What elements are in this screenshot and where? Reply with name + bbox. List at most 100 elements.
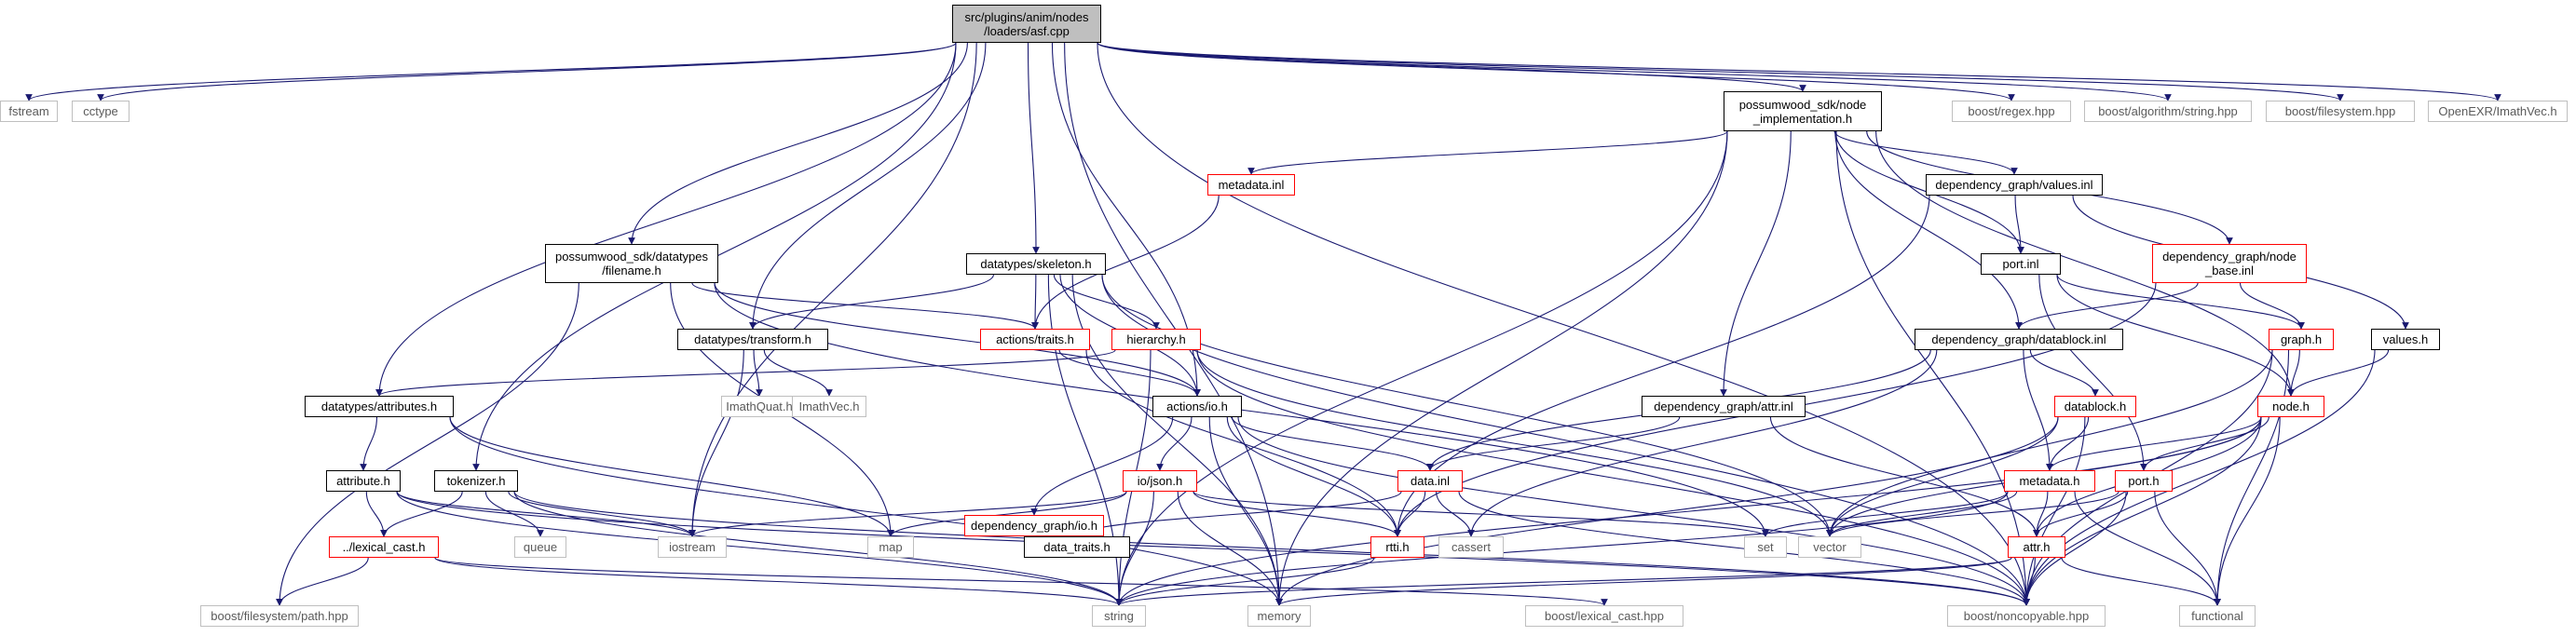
file-node-boost-algo-string: boost/algorithm/string.hpp: [2084, 101, 2252, 122]
include-edge-node-h-to-string: [1115, 416, 2262, 606]
include-edge-dt-transform-to-iostream: [688, 349, 744, 537]
file-node-attribute-h[interactable]: attribute.h: [326, 470, 401, 492]
include-edge-attribute-h-to-string: [396, 491, 1123, 606]
file-node-tokenizer-h[interactable]: tokenizer.h: [434, 470, 518, 492]
include-edge-tokenizer-h-to-boost-noncopyable: [513, 491, 2030, 606]
include-edge-asf-cpp-to-dt-transform: [749, 42, 987, 330]
include-edge-tokenizer-h-to-iostream: [508, 491, 696, 537]
file-node-data-traits[interactable]: data_traits.h: [1024, 536, 1130, 558]
include-edge-io-json-h-to-iostream: [688, 491, 1127, 537]
include-edge-dg-attr-inl-to-data-inl: [1426, 416, 1681, 471]
file-node-metadata-inl[interactable]: metadata.inl: [1207, 174, 1295, 196]
include-edge-port-h-to-functional: [2154, 491, 2221, 606]
file-node-possum-filename[interactable]: possumwood_sdk/datatypes /filename.h: [545, 244, 718, 283]
include-edge-lexical-cast-h-to-boost-fs-path: [276, 557, 369, 606]
include-edge-asf-cpp-to-boost-regex: [1097, 42, 2015, 101]
file-node-functional: functional: [2179, 605, 2256, 627]
include-edge-asf-cpp-to-dt-attributes: [375, 42, 957, 397]
include-edge-dt-skeleton-to-vector: [1101, 274, 1833, 537]
file-node-asf-cpp[interactable]: src/plugins/anim/nodes /loaders/asf.cpp: [952, 5, 1101, 43]
file-node-dg-values-inl[interactable]: dependency_graph/values.inl: [1926, 174, 2103, 196]
include-edge-dg-values-inl-to-port-inl: [2014, 195, 2024, 254]
include-edge-node-h-to-metadata-h: [2046, 416, 2262, 471]
include-edge-actions-io-to-dg-io-h: [1030, 416, 1174, 516]
include-edge-port-inl-to-port-h: [2038, 274, 2147, 471]
include-edge-port-h-to-attr-h: [2033, 491, 2129, 537]
include-edge-possum-filename-to-boost-fs-path: [276, 282, 579, 606]
file-node-dt-attributes[interactable]: datatypes/attributes.h: [305, 396, 454, 417]
include-edge-asf-cpp-to-cctype: [97, 42, 957, 101]
edge-layer: [25, 42, 2501, 606]
include-edge-dt-skeleton-to-hierarchy-h: [1053, 274, 1160, 330]
file-node-data-inl[interactable]: data.inl: [1397, 470, 1463, 492]
include-edge-tokenizer-h-to-queue: [484, 491, 544, 537]
file-node-port-inl[interactable]: port.inl: [1981, 253, 2061, 275]
include-edge-metadata-h-to-set: [1762, 491, 2009, 537]
file-node-cctype: cctype: [72, 101, 129, 122]
file-node-actions-io[interactable]: actions/io.h: [1152, 396, 1242, 417]
include-edge-datablock-h-to-metadata-h: [2046, 416, 2090, 471]
include-edge-io-json-h-to-memory: [1177, 491, 1283, 606]
include-edge-asf-cpp-to-boost-algo-string: [1097, 42, 2172, 101]
include-edge-possum-node-impl-to-boost-noncopyable: [1835, 130, 2030, 606]
file-node-values-h[interactable]: values.h: [2371, 329, 2440, 350]
include-edge-graph-h-to-vector: [1826, 349, 2273, 537]
file-node-hierarchy-h[interactable]: hierarchy.h: [1111, 329, 1201, 350]
include-edge-data-inl-to-rtti-h: [1394, 491, 1426, 537]
file-node-node-h[interactable]: node.h: [2257, 396, 2324, 417]
include-edge-dg-datablock-inl-to-metadata-h: [2023, 349, 2053, 471]
include-edge-possum-node-impl-to-dg-datablock-inl: [1834, 130, 2023, 330]
file-node-imathquat: ImathQuat.h: [721, 396, 797, 417]
file-node-port-h[interactable]: port.h: [2115, 470, 2173, 492]
file-node-dg-node-base-inl[interactable]: dependency_graph/node _base.inl: [2152, 244, 2307, 283]
include-edge-dt-skeleton-to-dt-transform: [749, 274, 994, 330]
file-node-iostream: iostream: [658, 536, 727, 558]
file-node-boost-noncopyable: boost/noncopyable.hpp: [1947, 605, 2106, 627]
include-edge-possum-node-impl-to-dg-attr-inl: [1720, 130, 1792, 397]
file-node-memory: memory: [1247, 605, 1311, 627]
file-node-dt-skeleton[interactable]: datatypes/skeleton.h: [966, 253, 1106, 275]
include-edge-asf-cpp-to-boost-noncopyable: [1097, 42, 2030, 606]
include-edge-attr-h-to-boost-noncopyable: [2023, 557, 2036, 606]
file-node-boost-regex: boost/regex.hpp: [1952, 101, 2071, 122]
include-edge-hierarchy-h-to-vector: [1196, 349, 1833, 537]
include-edge-io-json-h-to-set: [1193, 491, 1769, 537]
include-edge-values-h-to-boost-noncopyable: [2023, 349, 2376, 606]
file-node-graph-h[interactable]: graph.h: [2269, 329, 2334, 350]
include-edge-metadata-inl-to-actions-traits: [1031, 195, 1220, 330]
include-edge-attribute-h-to-lexical-cast-h: [365, 491, 388, 537]
file-node-attr-h[interactable]: attr.h: [2008, 536, 2065, 558]
include-edge-node-h-to-functional: [2214, 416, 2281, 606]
include-edge-possum-node-impl-to-node-h: [1875, 130, 2295, 397]
include-edge-asf-cpp-to-memory: [1064, 42, 1283, 606]
include-edge-port-inl-to-graph-h: [2056, 274, 2305, 330]
file-node-actions-traits[interactable]: actions/traits.h: [980, 329, 1090, 350]
file-node-dg-datablock-inl[interactable]: dependency_graph/datablock.inl: [1915, 329, 2123, 350]
include-edge-hierarchy-h-to-dt-attributes: [375, 349, 1116, 397]
file-node-io-json-h[interactable]: io/json.h: [1123, 470, 1197, 492]
file-node-dg-io-h[interactable]: dependency_graph/io.h: [964, 515, 1104, 536]
include-edge-tokenizer-h-to-lexical-cast-h: [380, 491, 463, 537]
file-node-rtti-h[interactable]: rtti.h: [1370, 536, 1424, 558]
include-edge-dt-skeleton-to-actions-traits: [1031, 274, 1039, 330]
file-node-datablock-h[interactable]: datablock.h: [2054, 396, 2136, 417]
file-node-dt-transform[interactable]: datatypes/transform.h: [677, 329, 828, 350]
include-edge-values-h-to-node-h: [2287, 349, 2390, 397]
include-edge-attr-h-to-functional: [2061, 557, 2221, 606]
include-edge-possum-node-impl-to-memory: [1275, 130, 1728, 606]
include-edge-port-h-to-boost-noncopyable: [2023, 491, 2127, 606]
file-node-imathvec: ImathVec.h: [792, 396, 866, 417]
include-edge-io-json-h-to-map: [887, 491, 1127, 537]
include-edge-dt-attributes-to-attribute-h: [360, 416, 377, 471]
file-node-metadata-h[interactable]: metadata.h: [2004, 470, 2095, 492]
file-node-dg-attr-inl[interactable]: dependency_graph/attr.inl: [1642, 396, 1806, 417]
include-edge-actions-io-to-data-inl: [1231, 416, 1434, 471]
include-edge-hierarchy-h-to-boost-noncopyable: [1196, 349, 2030, 606]
include-edge-asf-cpp-to-openexr-imathvec: [1097, 42, 2501, 101]
file-node-lexical-cast-h[interactable]: ../lexical_cast.h: [329, 536, 439, 558]
include-edge-asf-cpp-to-possum-filename: [628, 42, 968, 245]
file-node-possum-node-impl[interactable]: possumwood_sdk/node _implementation.h: [1724, 91, 1882, 131]
include-edge-dg-values-inl-to-rtti-h: [1394, 195, 1930, 537]
include-edge-actions-io-to-boost-noncopyable: [1237, 416, 2030, 606]
include-edge-port-h-to-vector: [1826, 491, 2119, 537]
